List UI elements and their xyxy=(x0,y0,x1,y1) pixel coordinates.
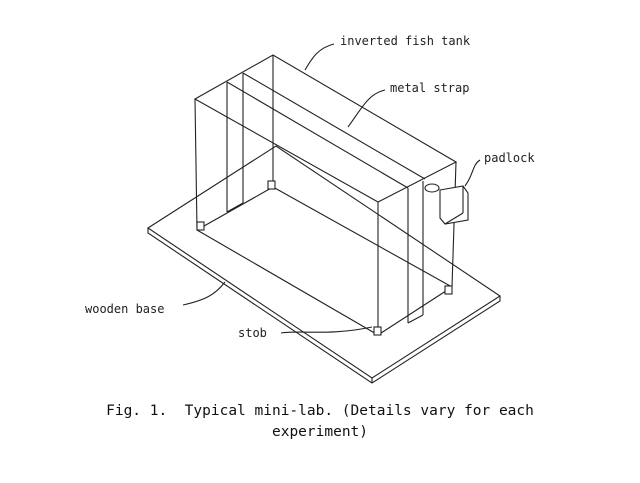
label-wooden-base: wooden base xyxy=(85,302,164,316)
padlock-leader xyxy=(464,159,481,187)
label-metal-strap: metal strap xyxy=(390,81,469,95)
caption-line-1: Fig. 1. Typical mini-lab. (Details vary … xyxy=(106,403,534,419)
label-stob: stob xyxy=(238,326,267,340)
metal-strap xyxy=(226,72,426,324)
tank-leader xyxy=(304,43,335,71)
caption-line-2: experiment) xyxy=(271,424,369,440)
wooden-base xyxy=(146,145,502,384)
inverted-fish-tank xyxy=(193,54,458,336)
base-leader xyxy=(182,281,226,306)
strap-leader xyxy=(347,89,386,128)
stob-leader xyxy=(280,326,373,334)
label-padlock: padlock xyxy=(484,151,535,165)
padlock-icon xyxy=(424,183,469,225)
stobs xyxy=(196,180,453,336)
label-inverted-fish-tank: inverted fish tank xyxy=(340,34,471,48)
